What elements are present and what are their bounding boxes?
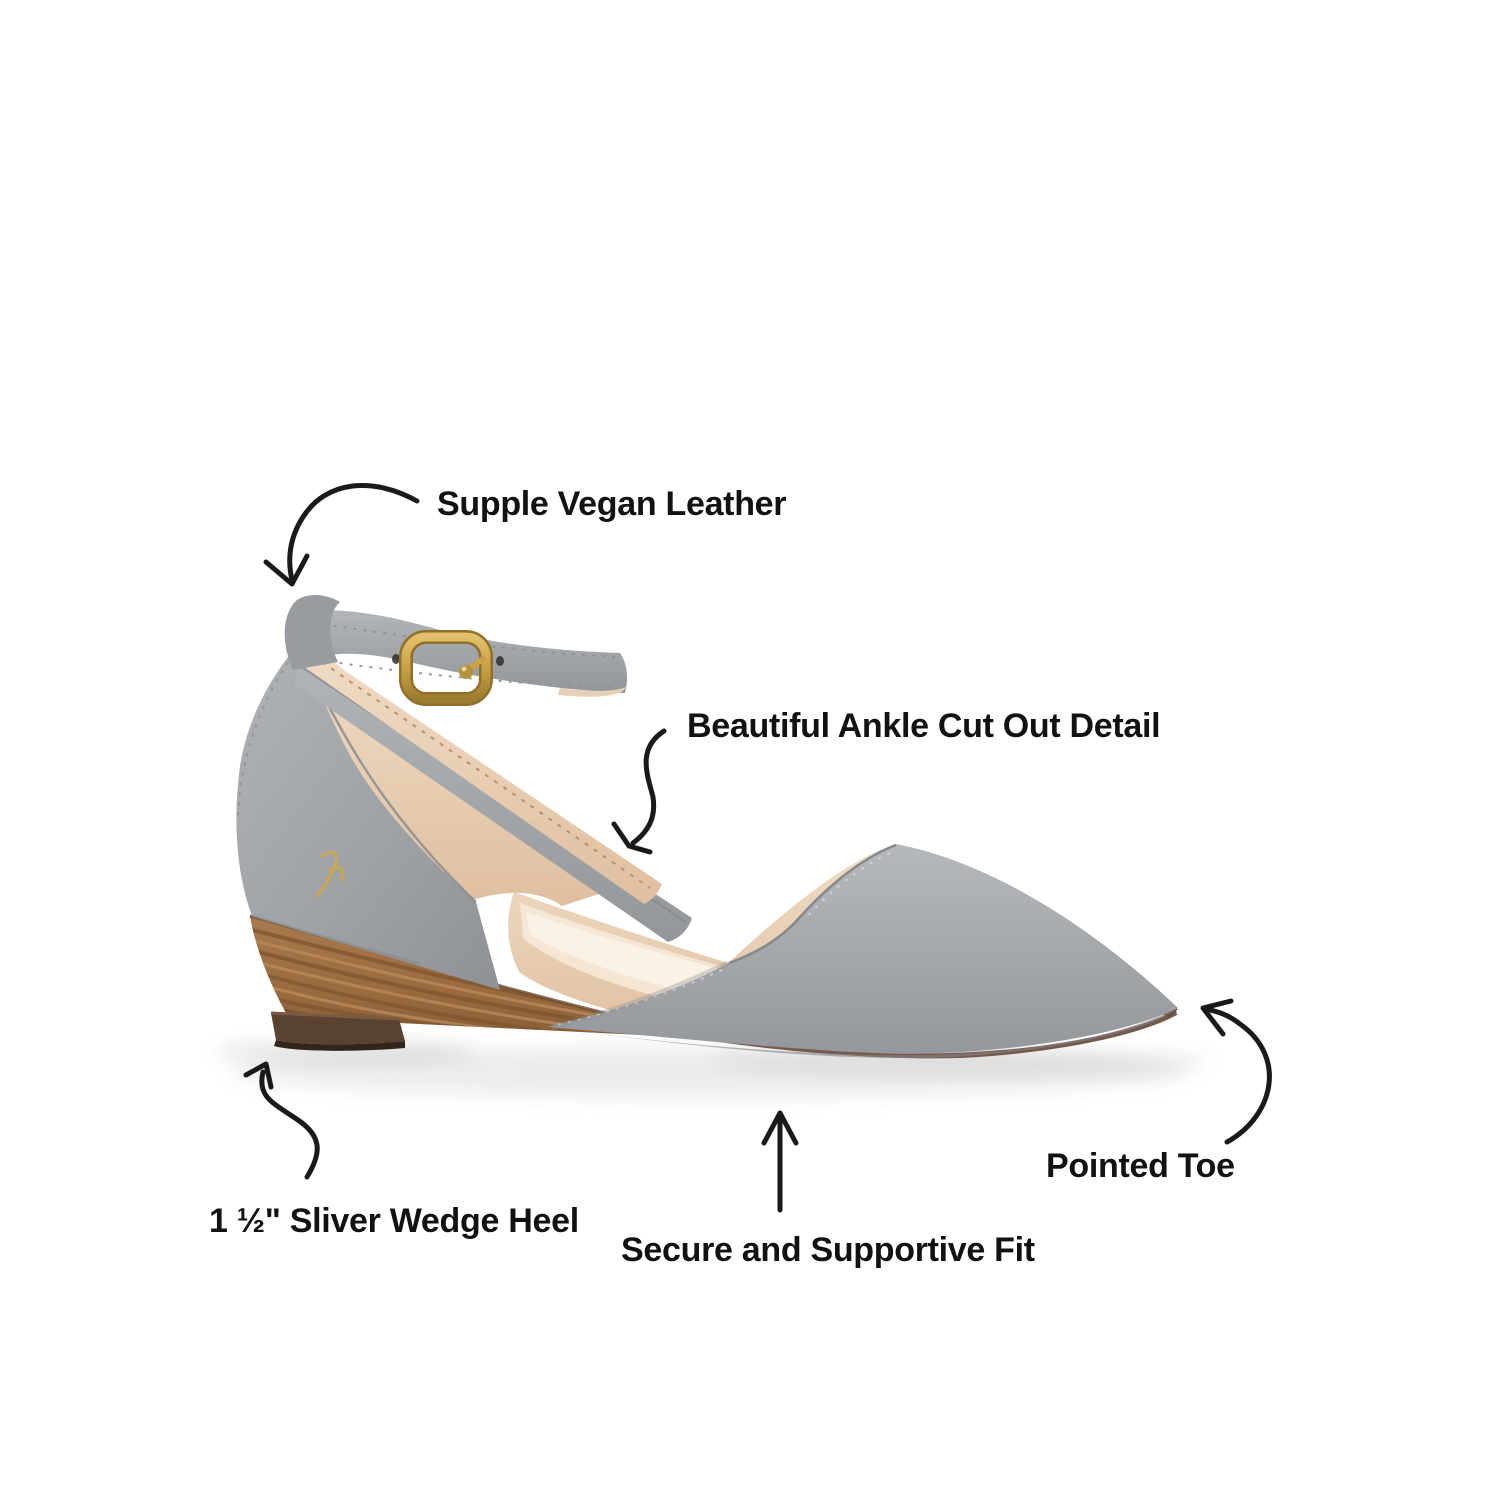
ankle-strap bbox=[284, 594, 628, 706]
annotation-arrows bbox=[243, 482, 1272, 1213]
arrow-secure-fit bbox=[761, 1110, 799, 1213]
label-wedge-heel: 1 ½" Sliver Wedge Heel bbox=[209, 1202, 579, 1240]
brand-logo bbox=[315, 850, 345, 898]
arrow-supple-vegan-leather bbox=[263, 482, 420, 587]
label-ankle-cut-out: Beautiful Ankle Cut Out Detail bbox=[687, 707, 1161, 745]
heel-straps bbox=[294, 646, 692, 942]
vamp-toe bbox=[548, 843, 1178, 1059]
label-secure-fit: Secure and Supportive Fit bbox=[621, 1231, 1035, 1269]
arrow-wedge-heel bbox=[243, 1061, 320, 1180]
arrow-ankle-cut-out bbox=[611, 728, 667, 855]
strap-hole bbox=[496, 656, 504, 666]
arrow-pointed-toe bbox=[1200, 998, 1272, 1145]
heel-lift bbox=[270, 1011, 405, 1051]
label-supple-vegan-leather: Supple Vegan Leather bbox=[437, 485, 787, 523]
label-pointed-toe: Pointed Toe bbox=[1046, 1147, 1235, 1185]
strap-hole bbox=[392, 654, 400, 664]
buckle bbox=[399, 630, 493, 706]
